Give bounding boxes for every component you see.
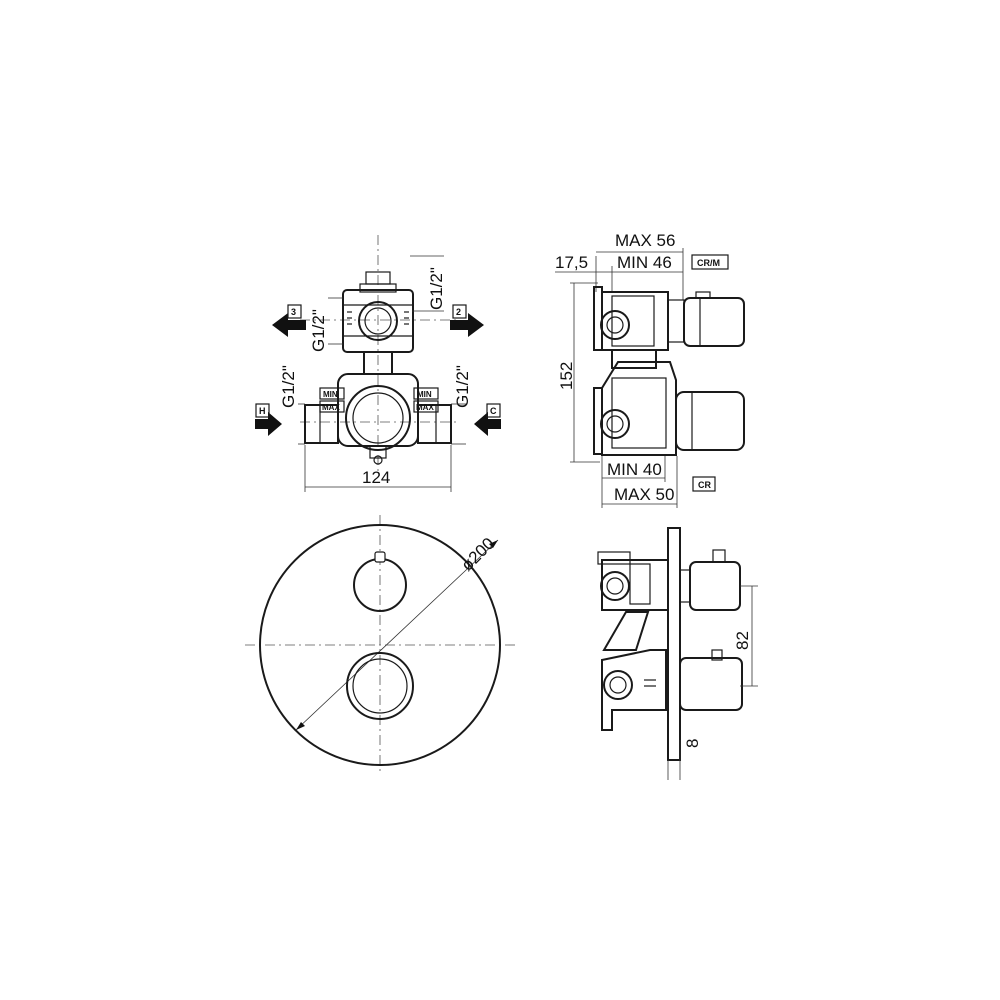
min-label-right: MIN <box>417 390 432 399</box>
arrow-left-icon <box>474 412 501 436</box>
dim-plate-diameter: ø200 <box>457 534 498 575</box>
dim-min-depth: MIN 46 <box>617 253 672 272</box>
dim-left-outlet: G1/2" <box>309 309 328 352</box>
dim-offset: 17,5 <box>555 253 588 272</box>
tag-cr: CR <box>698 480 711 490</box>
max-label-right: MAX <box>416 403 434 412</box>
dim-plate-thickness: 8 <box>683 739 702 748</box>
inlet-c-label: C <box>490 406 497 416</box>
arrow-left-icon <box>272 313 306 337</box>
assembled-side-view: 82 8 <box>597 527 758 780</box>
dim-body-width: 124 <box>362 468 390 487</box>
body-front-view: MIN MAX MIN MAX G1/2" G1/2" G1/2" G1/2" … <box>255 235 501 492</box>
arrow-right-icon <box>255 412 282 436</box>
inlet-h-label: H <box>259 406 266 416</box>
dim-max-lower: MAX 50 <box>614 485 674 504</box>
arrow-right-icon <box>450 313 484 337</box>
outlet-2-label: 2 <box>456 307 461 317</box>
dim-max-depth: MAX 56 <box>615 231 675 250</box>
max-label-left: MAX <box>322 403 340 412</box>
dim-height: 152 <box>557 362 576 390</box>
min-label-left: MIN <box>323 390 338 399</box>
dim-handle-spacing: 82 <box>733 631 752 650</box>
tag-crm: CR/M <box>697 258 720 268</box>
dim-right-inlet: G1/2" <box>453 365 472 408</box>
body-side-view: MAX 56 17,5 MIN 46 CR/M 152 <box>555 231 745 508</box>
outlet-3-label: 3 <box>291 307 296 317</box>
dim-left-inlet: G1/2" <box>279 365 298 408</box>
faceplate-front-view: ø200 <box>245 515 515 775</box>
dim-min-lower: MIN 40 <box>607 460 662 479</box>
dim-top-outlet: G1/2" <box>427 267 446 310</box>
